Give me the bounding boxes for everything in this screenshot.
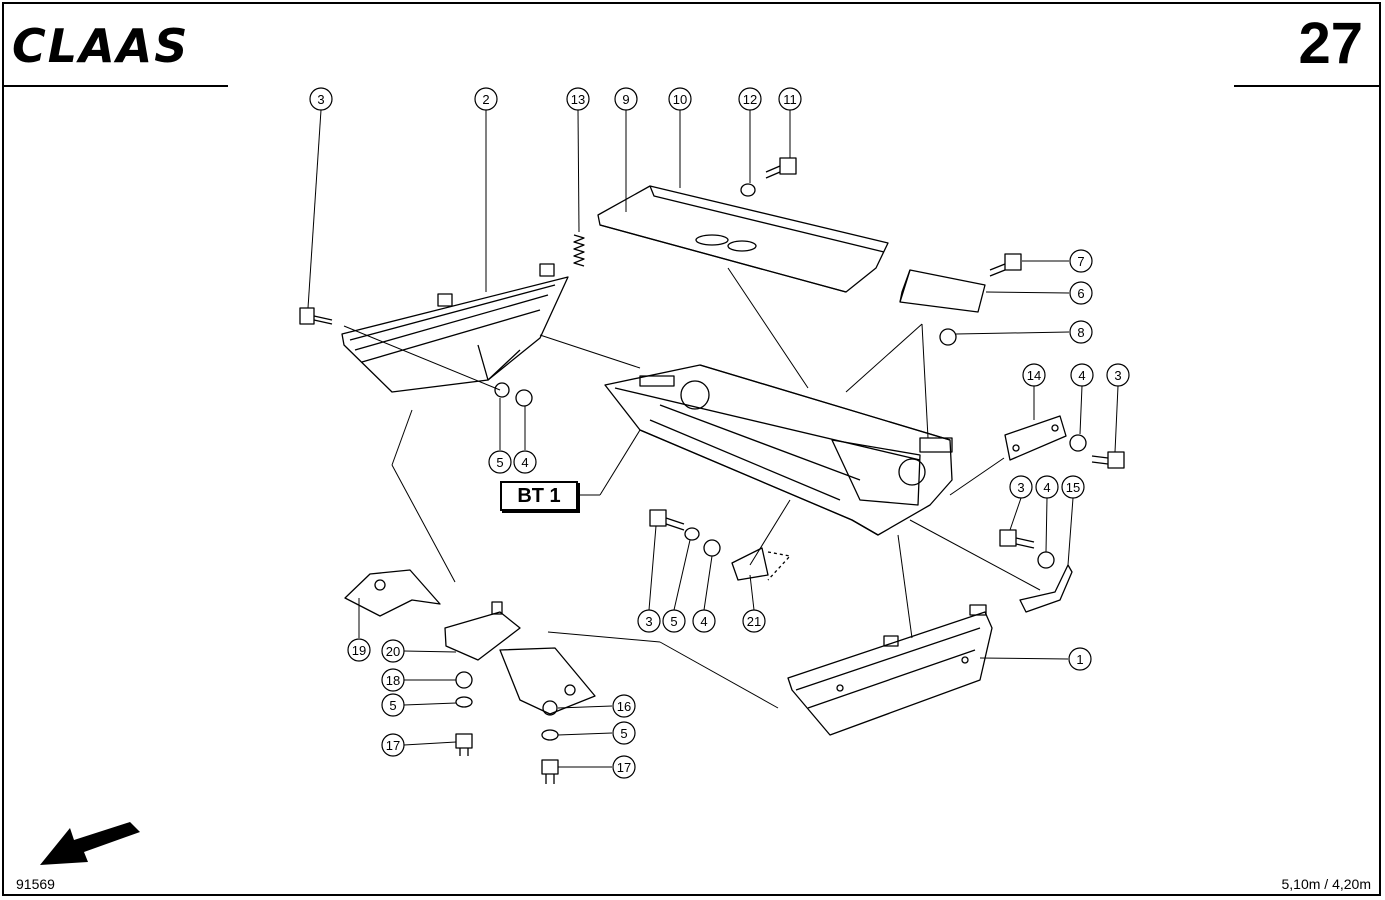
svg-text:7: 7	[1077, 254, 1084, 269]
spring-part	[573, 234, 585, 267]
callout-5-bottom-left: 5	[381, 693, 405, 717]
svg-text:15: 15	[1066, 480, 1080, 495]
svg-text:3: 3	[317, 92, 324, 107]
svg-text:19: 19	[352, 643, 366, 658]
callout-7: 7	[1069, 249, 1093, 273]
callout-5-left: 5	[488, 450, 512, 474]
svg-text:4: 4	[700, 614, 707, 629]
reference-box-bt1: BT 1	[500, 481, 578, 511]
svg-text:3: 3	[645, 614, 652, 629]
svg-text:18: 18	[386, 673, 400, 688]
callout-5-center: 5	[662, 609, 686, 633]
arrow-direction-icon	[40, 822, 140, 865]
trough-body-part	[604, 364, 953, 536]
callout-3-lower-right: 3	[1009, 475, 1033, 499]
strap-plate-part	[1004, 415, 1067, 461]
svg-text:CLAAS: CLAAS	[12, 19, 189, 70]
drawing-number: 91569	[16, 876, 55, 892]
callout-15: 15	[1061, 475, 1085, 499]
callout-2: 2	[474, 87, 498, 111]
svg-text:12: 12	[743, 92, 757, 107]
callout-labels: 3 2 13 9 10 12 11 7 6 8 14 4 3 5 4 3 4 1…	[309, 87, 1130, 779]
svg-text:4: 4	[1078, 368, 1085, 383]
hook-bracket-part	[1019, 564, 1073, 613]
callout-8: 8	[1069, 320, 1093, 344]
callout-20: 20	[381, 639, 405, 663]
small-plate-part-21	[731, 547, 791, 581]
svg-text:5: 5	[389, 698, 396, 713]
callout-3-top-left: 3	[309, 87, 333, 111]
callout-11: 11	[778, 87, 802, 111]
callout-3-right: 3	[1106, 363, 1130, 387]
svg-text:21: 21	[747, 614, 761, 629]
svg-text:14: 14	[1027, 368, 1041, 383]
callout-12: 12	[738, 87, 762, 111]
svg-text:10: 10	[673, 92, 687, 107]
callout-4-lower-right: 4	[1035, 475, 1059, 499]
callout-3-center: 3	[637, 609, 661, 633]
callout-13: 13	[566, 87, 590, 111]
svg-text:13: 13	[571, 92, 585, 107]
callout-21: 21	[742, 609, 766, 633]
angle-bracket-part	[899, 269, 986, 313]
svg-text:20: 20	[386, 644, 400, 659]
bracket-part-20	[444, 601, 521, 661]
svg-text:1: 1	[1076, 652, 1083, 667]
callout-4-center: 4	[692, 609, 716, 633]
svg-text:9: 9	[622, 92, 629, 107]
skid-part-16	[499, 647, 596, 715]
svg-text:17: 17	[386, 738, 400, 753]
svg-text:6: 6	[1077, 286, 1084, 301]
callout-16: 16	[612, 694, 636, 718]
callout-9: 9	[614, 87, 638, 111]
svg-text:5: 5	[496, 455, 503, 470]
callout-14: 14	[1022, 363, 1046, 387]
svg-text:8: 8	[1077, 325, 1084, 340]
callout-leaders	[307, 109, 1119, 768]
callout-6: 6	[1069, 281, 1093, 305]
claas-logo: CLAAS	[12, 19, 189, 70]
svg-text:4: 4	[1043, 480, 1050, 495]
svg-text:5: 5	[670, 614, 677, 629]
assembly-lines	[343, 267, 1041, 709]
callout-4-right: 4	[1070, 363, 1094, 387]
right-side-panel-part	[787, 604, 993, 736]
callout-5-bottom-right: 5	[612, 721, 636, 745]
svg-text:16: 16	[617, 699, 631, 714]
svg-text:17: 17	[617, 760, 631, 775]
svg-text:5: 5	[620, 726, 627, 741]
svg-text:11: 11	[783, 92, 797, 107]
callout-18: 18	[381, 668, 405, 692]
svg-text:2: 2	[482, 92, 489, 107]
callout-4-left: 4	[513, 450, 537, 474]
callout-17-right: 17	[612, 755, 636, 779]
callout-19: 19	[347, 638, 371, 662]
left-side-panel-part	[341, 263, 569, 393]
skid-part-19	[344, 569, 441, 617]
callout-17-left: 17	[381, 733, 405, 757]
page-number: 27	[1298, 11, 1363, 76]
callout-10: 10	[668, 87, 692, 111]
model-sizes: 5,10m / 4,20m	[1281, 876, 1372, 892]
svg-text:3: 3	[1114, 368, 1121, 383]
svg-text:3: 3	[1017, 480, 1024, 495]
top-cover-part	[597, 185, 889, 293]
callout-1: 1	[1068, 647, 1092, 671]
svg-text:4: 4	[521, 455, 528, 470]
